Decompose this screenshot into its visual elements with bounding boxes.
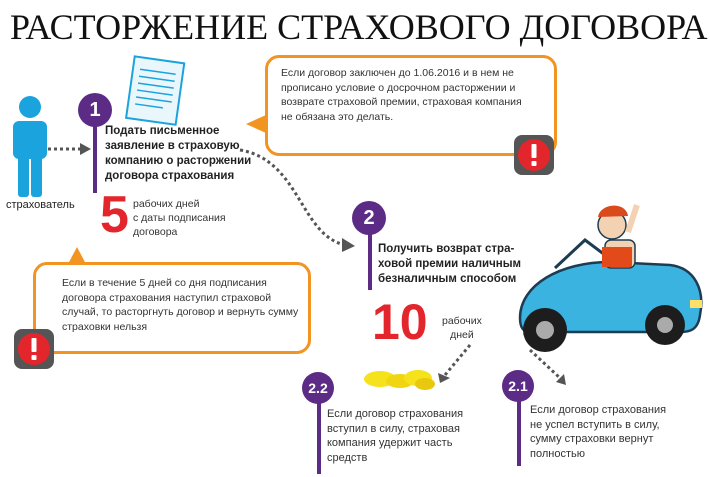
warning-icon [512, 133, 556, 182]
step2-1-line: не успел вступить в силу, [530, 418, 660, 431]
step2-1-text: Если договор страхования не успел вступи… [530, 403, 705, 461]
step2-days-text: рабочих дней [442, 314, 482, 342]
step1-days-line: рабочих дней [133, 198, 200, 210]
step2-heading-line: ховой премии наличным [378, 258, 522, 270]
step1-days-line: с даты подписания [133, 212, 226, 224]
step1-heading-line: компанию о расторжении [105, 155, 252, 167]
step2-1-badge: 2.1 [502, 370, 534, 402]
person-icon [13, 96, 47, 197]
step2-days-value: 10 [372, 294, 428, 350]
arrow-to-step2 [239, 148, 346, 247]
note-top-text: Если договор заключен до 1.06.2016 и в н… [281, 66, 541, 124]
step2-heading-line: безналичным способом [378, 273, 517, 285]
step2-2-line: компания удержит часть [327, 437, 453, 449]
coins-icon [364, 370, 435, 390]
note-left-line: договора страхования наступил страховой [62, 291, 272, 304]
step2-days-line: дней [450, 329, 474, 341]
step1-heading-line: договора страхования [105, 170, 235, 182]
step2-badge: 2 [352, 201, 386, 235]
step2-2-text: Если договор страхования вступил в силу,… [327, 407, 517, 465]
note-top-line: возврате страховой премии, страховая ком… [281, 96, 522, 108]
step1-days-text: рабочих дней с даты подписания договора [133, 197, 226, 239]
note-top-pointer [246, 115, 266, 133]
step1-days-value: 5 [100, 186, 129, 244]
note-top-line: не обязана это делать. [281, 110, 394, 123]
page-title: РАСТОРЖЕНИЕ СТРАХОВОГО ДОГОВОРА [10, 7, 708, 47]
step1-heading: Подать письменное заявление в страховую … [105, 124, 255, 184]
step2-2-badge: 2.2 [302, 372, 334, 404]
note-left-pointer [68, 247, 86, 264]
step1-days-line: договора [133, 226, 178, 238]
note-left-bubble [33, 262, 311, 354]
step1-heading-line: Подать письменное [105, 125, 220, 137]
note-left-text: Если в течение 5 дней со дня подписания … [62, 276, 302, 334]
note-left-line: страховки нельзя [62, 320, 148, 333]
note-top-line: Если договор заключен до 1.06.2016 и в н… [281, 67, 514, 79]
note-left-line: случай, то расторгнуть договор и вернуть… [62, 306, 299, 318]
step2-heading: Получить возврат стра- ховой премии нали… [378, 242, 528, 287]
step2-1-line: полностью [530, 447, 585, 460]
step2-days-line: рабочих [442, 315, 482, 327]
step2-2-line: Если договор страхования [327, 408, 464, 420]
car-illustration [518, 204, 703, 352]
note-top-bubble [265, 55, 557, 156]
step2-2-line: средств [327, 451, 368, 464]
note-top-line: прописано условие о досрочном расторжени… [281, 81, 516, 94]
step1-badge: 1 [78, 93, 112, 127]
step2-1-line: сумму страховки вернут [530, 433, 654, 445]
warning-icon [12, 327, 56, 376]
note-left-line: Если в течение 5 дней со дня подписания [62, 277, 267, 289]
step2-1-line: Если договор страхования [530, 404, 667, 416]
insured-label: страхователь [6, 199, 75, 211]
step2-heading-line: Получить возврат стра- [378, 243, 515, 255]
document-icon [124, 55, 186, 126]
step1-heading-line: заявление в страховую [105, 140, 240, 152]
step2-2-line: вступил в силу, страховая [327, 422, 460, 435]
